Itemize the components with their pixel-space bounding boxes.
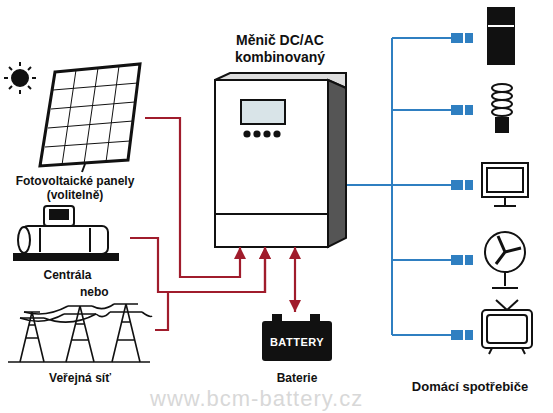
appliance-wiring xyxy=(392,34,472,339)
watermark: www.bcm-battery.cz xyxy=(150,386,363,412)
battery-node: BATTERY Baterie xyxy=(255,312,339,388)
appliance-icons xyxy=(482,8,532,354)
power-grid-node: Veřejná síť xyxy=(5,298,155,386)
solar-panel-icon xyxy=(40,64,140,172)
power-grid-icon xyxy=(8,304,152,362)
appliances-node: Domácí spotřebiče xyxy=(392,5,548,395)
power-input-line xyxy=(145,118,240,277)
or-label: nebo xyxy=(80,285,109,299)
node-title: Měnič DC/AC kombinovaný xyxy=(220,32,340,66)
power-input-line xyxy=(155,247,265,330)
node-title: Centrála xyxy=(43,268,91,283)
power-input-line xyxy=(294,247,296,312)
inverter-node: Měnič DC/AC kombinovaný xyxy=(213,32,347,247)
battery-icon xyxy=(262,314,332,361)
ac-output-line xyxy=(347,184,392,186)
generator-node: Centrála xyxy=(5,203,130,283)
solar-panel-node: Fotovoltaické panely (volitelně) xyxy=(5,55,145,202)
node-title: BATTERY xyxy=(270,335,324,349)
generator-icon xyxy=(14,206,118,260)
node-label: Baterie xyxy=(277,370,318,386)
node-title: Domácí spotřebiče xyxy=(412,379,528,395)
node-title: Veřejná síť xyxy=(49,371,111,386)
node-title: Fotovoltaické panely (volitelně) xyxy=(13,174,138,202)
power-input-line xyxy=(130,238,265,292)
sun-icon xyxy=(4,62,36,94)
inverter-icon xyxy=(215,73,346,247)
